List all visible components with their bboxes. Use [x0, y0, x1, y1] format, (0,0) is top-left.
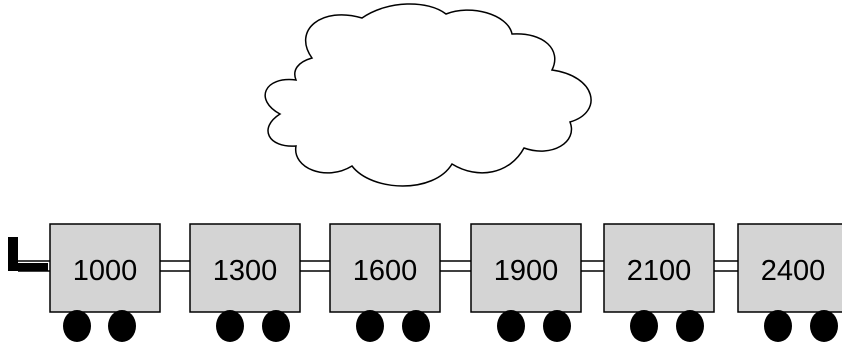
wheel — [356, 310, 384, 342]
coupler-1 — [160, 260, 190, 272]
car-label: 1000 — [73, 255, 138, 287]
wheel — [630, 310, 658, 342]
hitch — [8, 237, 48, 271]
wheel — [497, 310, 525, 342]
car-label: 2400 — [761, 255, 826, 287]
car-body — [49, 223, 161, 313]
couplers — [18, 260, 738, 272]
train-car: 2400 — [737, 223, 842, 342]
car-label: 2100 — [627, 255, 692, 287]
car-body — [189, 223, 301, 313]
wheel — [810, 310, 838, 342]
car-body — [737, 223, 842, 313]
hitch-post — [8, 237, 18, 271]
wheel — [543, 310, 571, 342]
wheel — [216, 310, 244, 342]
train-car: 1000 — [49, 223, 161, 342]
car-label: 1300 — [213, 255, 278, 287]
coupler-3 — [440, 260, 471, 272]
train-car: 1900 — [470, 223, 582, 342]
car-label: 1600 — [353, 255, 418, 287]
wheel — [108, 310, 136, 342]
wheel — [764, 310, 792, 342]
coupler-5 — [714, 260, 738, 272]
wheel — [63, 310, 91, 342]
car-body — [470, 223, 582, 313]
wheel — [676, 310, 704, 342]
coupler-2 — [300, 260, 330, 272]
cloud-shape — [264, 3, 592, 187]
train-car: 2100 — [603, 223, 715, 342]
coupler-front — [18, 260, 50, 272]
hitch-base — [8, 263, 48, 271]
wheel — [262, 310, 290, 342]
train-car: 1600 — [329, 223, 441, 342]
car-body — [329, 223, 441, 313]
coupler-4 — [581, 260, 604, 272]
wheel — [402, 310, 430, 342]
train-car: 1300 — [189, 223, 301, 342]
car-label: 1900 — [494, 255, 559, 287]
car-body — [603, 223, 715, 313]
